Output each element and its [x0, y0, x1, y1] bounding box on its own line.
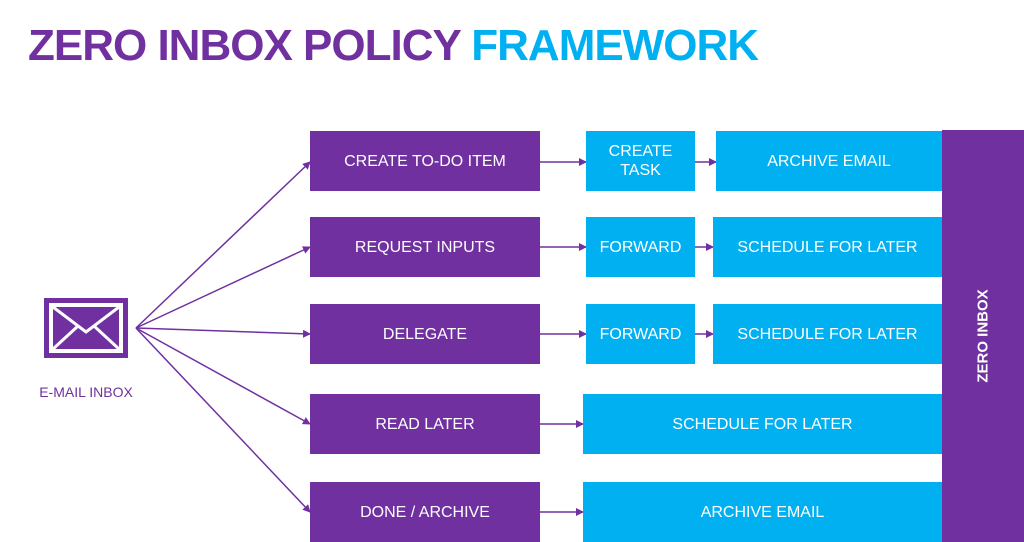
result-archive-email-2: ARCHIVE EMAIL	[583, 482, 942, 542]
step-forward-1: FORWARD	[586, 217, 695, 277]
result-schedule-later-2: SCHEDULE FOR LATER	[713, 304, 942, 364]
title-part-2: FRAMEWORK	[471, 21, 759, 70]
arrow-inbox-to-delegate	[135, 327, 311, 338]
action-read-later: READ LATER	[310, 394, 540, 454]
action-request-inputs: REQUEST INPUTS	[310, 217, 540, 277]
step-create-task: CREATE TASK	[586, 131, 695, 191]
title-part-1: ZERO INBOX POLICY	[28, 21, 461, 70]
arrow-inbox-to-request	[135, 246, 311, 329]
arrow-inbox-to-todo	[135, 161, 311, 329]
arrow-inbox-to-read-later	[135, 327, 311, 425]
zero-inbox-bar: ZERO INBOX	[942, 130, 1024, 542]
envelope-icon	[44, 298, 128, 358]
zero-inbox-label: ZERO INBOX	[974, 289, 992, 383]
result-schedule-later-1: SCHEDULE FOR LATER	[713, 217, 942, 277]
inbox-label: E-MAIL INBOX	[39, 384, 133, 400]
page-title: ZERO INBOX POLICY FRAMEWORK	[28, 18, 759, 74]
action-delegate: DELEGATE	[310, 304, 540, 364]
result-archive-email-1: ARCHIVE EMAIL	[716, 131, 942, 191]
arrow-inbox-to-done	[135, 327, 311, 513]
action-create-todo: CREATE TO-DO ITEM	[310, 131, 540, 191]
step-forward-2: FORWARD	[586, 304, 695, 364]
result-schedule-later-3: SCHEDULE FOR LATER	[583, 394, 942, 454]
action-done-archive: DONE / ARCHIVE	[310, 482, 540, 542]
